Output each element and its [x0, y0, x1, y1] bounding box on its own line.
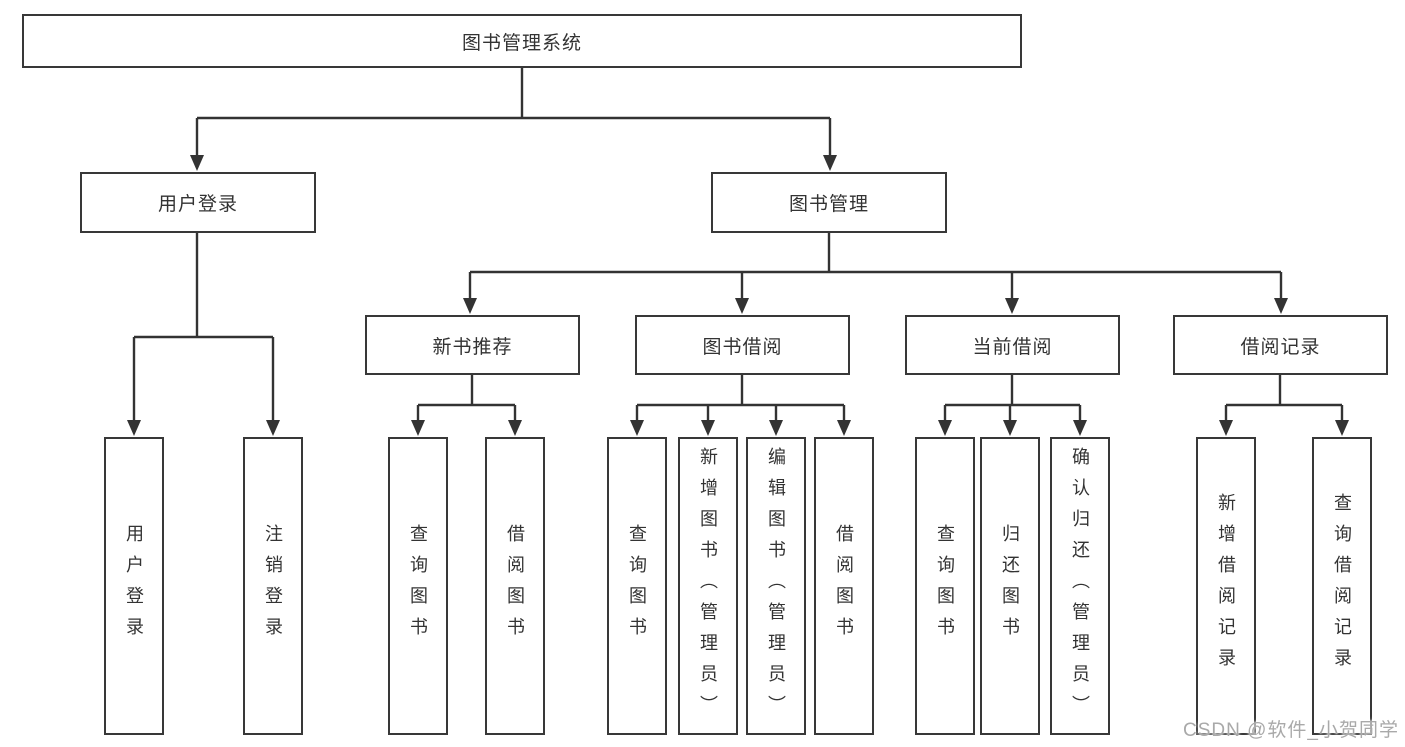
leaf-user-login: 用户登录 [104, 437, 164, 735]
node-label: 用户登录 [157, 194, 238, 215]
node-label: 图书借阅 [702, 336, 783, 358]
node-label: 图书管理系统 [461, 32, 582, 54]
node-label: 当前借阅 [972, 336, 1053, 358]
leaf-query-books-newbook: 查询图书 [388, 437, 448, 735]
leaf-confirm-return-admin: 确认归还（管理员） [1050, 437, 1110, 735]
node-label: 查询图书 [935, 524, 955, 648]
node-label: 确认归还（管理员） [1070, 446, 1090, 726]
node-new-book-recommend: 新书推荐 [365, 315, 580, 375]
leaf-borrow-books: 借阅图书 [814, 437, 874, 735]
node-label: 查询图书 [627, 524, 647, 648]
node-book-borrowing: 图书借阅 [635, 315, 850, 375]
node-system-root: 图书管理系统 [22, 14, 1022, 68]
node-label: 查询借阅记录 [1332, 493, 1352, 679]
leaf-query-books-borrow: 查询图书 [607, 437, 667, 735]
node-current-borrowing: 当前借阅 [905, 315, 1120, 375]
node-label: 新书推荐 [432, 336, 513, 358]
node-label: 借阅图书 [505, 524, 525, 648]
leaf-logout: 注销登录 [243, 437, 303, 735]
leaf-query-borrow-record: 查询借阅记录 [1312, 437, 1372, 735]
node-label: 查询图书 [408, 524, 428, 648]
leaf-edit-books-admin: 编辑图书（管理员） [746, 437, 806, 735]
node-label: 新增图书（管理员） [698, 446, 718, 726]
leaf-return-books: 归还图书 [980, 437, 1040, 735]
leaf-add-books-admin: 新增图书（管理员） [678, 437, 738, 735]
node-label: 编辑图书（管理员） [766, 446, 786, 726]
leaf-borrow-books-newbook: 借阅图书 [485, 437, 545, 735]
leaf-query-books-current: 查询图书 [915, 437, 975, 735]
leaf-add-borrow-record: 新增借阅记录 [1196, 437, 1256, 735]
node-label: 归还图书 [1000, 524, 1020, 648]
node-label: 借阅记录 [1240, 336, 1321, 358]
node-user-login: 用户登录 [80, 172, 316, 233]
node-label: 新增借阅记录 [1216, 493, 1236, 679]
node-borrow-records: 借阅记录 [1173, 315, 1388, 375]
node-label: 图书管理 [788, 194, 869, 215]
csdn-watermark: CSDN @软件_小贺同学 [1183, 720, 1399, 741]
node-label: 用户登录 [124, 524, 144, 648]
node-book-management: 图书管理 [711, 172, 947, 233]
node-label: 注销登录 [263, 524, 283, 648]
node-label: 借阅图书 [834, 524, 854, 648]
